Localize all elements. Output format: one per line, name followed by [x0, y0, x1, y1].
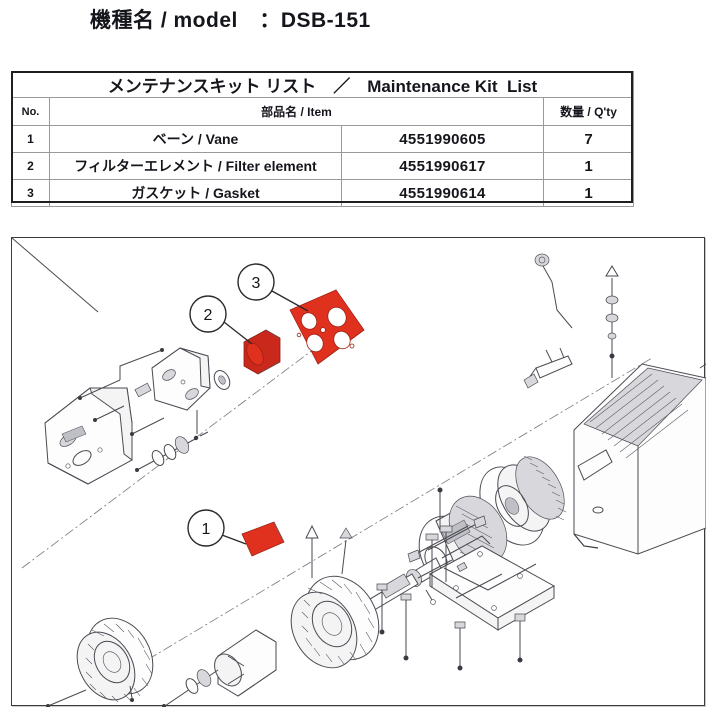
page-title: 機種名 / model ：DSB-151: [90, 9, 371, 32]
mounting-bolts: [376, 487, 526, 671]
column-header-no: No.: [11, 97, 50, 126]
cell-item-1: ベーン / Vane: [49, 125, 342, 153]
table-header-row: No. 部品名 / Item 数量 / Q'ty: [11, 97, 635, 126]
exploded-assembly-diagram: 3 2: [12, 238, 706, 707]
silencer-cover-assembly: [44, 387, 133, 485]
callout-3: 3: [237, 263, 309, 312]
callout-2-label: 2: [204, 307, 213, 324]
rotor-cylinder: [214, 629, 277, 697]
pump-body-block-upper: [151, 347, 211, 411]
cell-item-2: フィルターエレメント / Filter element: [49, 152, 342, 180]
axis-line-lower: [116, 357, 653, 679]
cell-part-number-2: 4551990617: [341, 152, 544, 180]
cell-no-2: 2: [11, 152, 50, 180]
cell-no-3: 3: [11, 179, 50, 207]
cell-no-1: 1: [11, 125, 50, 153]
callout-1-label: 1: [202, 521, 211, 538]
impeller-gear-large: [290, 524, 380, 669]
terminal-small-parts: [534, 253, 619, 378]
fastener-group-upper-left: [78, 348, 165, 436]
cell-part-number-3: 4551990614: [341, 179, 544, 207]
motor-bracket-small: [523, 347, 573, 389]
callout-3-label: 3: [252, 275, 261, 292]
table-row: 3 ガスケット / Gasket 4551990614 1: [11, 179, 635, 207]
table-row: 1 ベーン / Vane 4551990605 7: [11, 125, 635, 153]
maintenance-kit-table: メンテナンスキット リスト ／ Maintenance Kit List No.…: [10, 71, 635, 207]
cell-part-number-1: 4551990605: [341, 125, 544, 153]
washer-stack-upper: [135, 410, 209, 472]
vane-part-highlight: [241, 521, 285, 557]
callout-2: 2: [189, 295, 253, 345]
motor-housing-cover: [573, 363, 706, 555]
cam-ring-gear: [46, 617, 154, 707]
table-title: メンテナンスキット リスト ／ Maintenance Kit List: [10, 71, 635, 98]
support-rods: [407, 515, 487, 563]
filter-element-part-highlight: [243, 329, 281, 375]
cell-qty-1: 7: [542, 125, 635, 153]
column-header-item: 部品名 / Item: [49, 97, 544, 126]
table-row: 2 フィルターエレメント / Filter element 4551990617…: [11, 152, 635, 180]
callout-1: 1: [187, 509, 247, 547]
exploded-diagram-frame: 3 2: [11, 237, 706, 707]
cell-qty-2: 1: [542, 152, 635, 180]
base-plate-assembly: [12, 238, 556, 631]
cell-item-3: ガスケット / Gasket: [49, 179, 342, 207]
cell-qty-3: 1: [542, 179, 635, 207]
filter-washer: [213, 370, 231, 390]
gasket-part-highlight: [289, 289, 365, 365]
column-header-qty: 数量 / Q'ty: [542, 97, 635, 126]
washer-stack-lower: [162, 669, 219, 707]
table-title-row: メンテナンスキット リスト ／ Maintenance Kit List: [10, 71, 635, 98]
